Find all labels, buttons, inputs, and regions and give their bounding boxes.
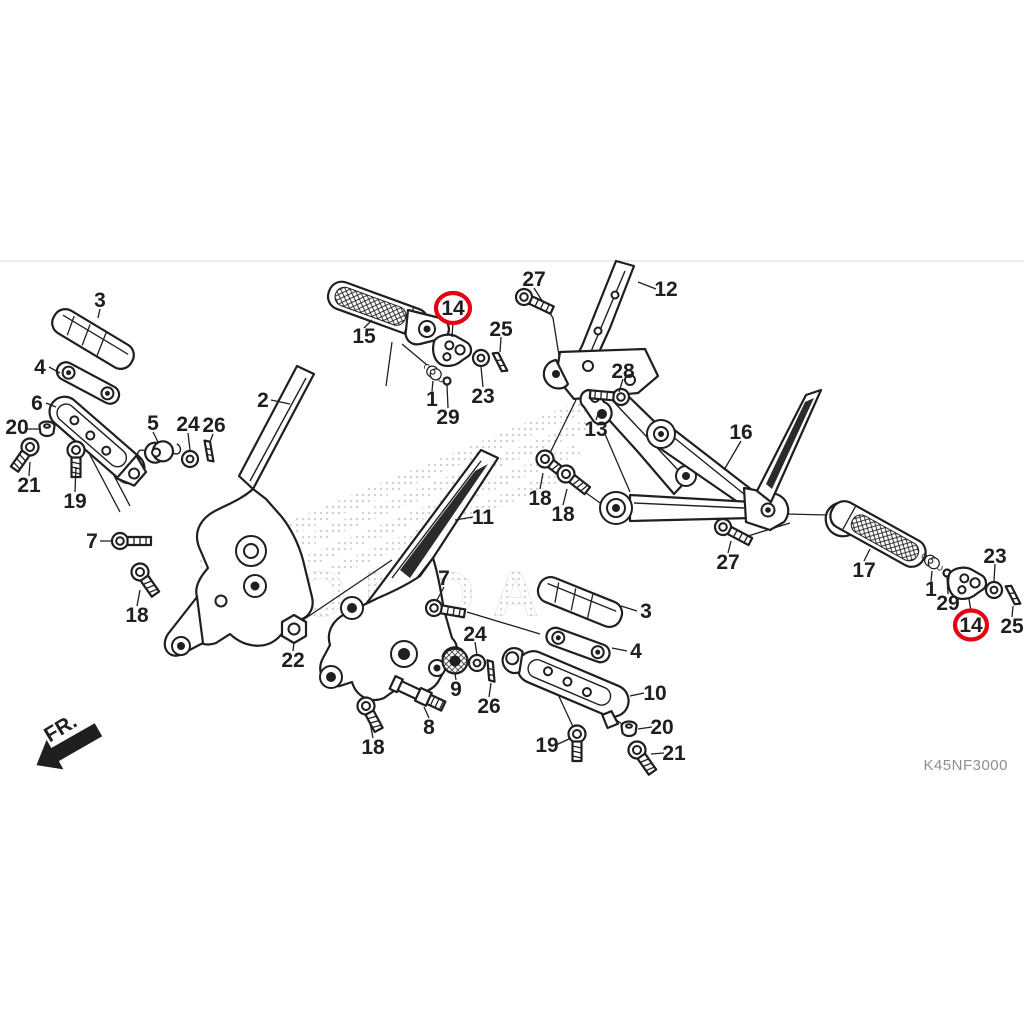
callout-26-bottom: 26 (477, 695, 500, 718)
part-20-nut-bottom (620, 720, 638, 738)
part-18-bolt-center-b (552, 460, 594, 499)
callout-14-left: 14 (441, 297, 465, 320)
part-9-grommet (441, 646, 469, 675)
callout-8: 8 (423, 716, 435, 739)
part-25-pin-right (1004, 582, 1022, 608)
callout-7-bottom: 7 (438, 567, 450, 590)
callout-3-bottom: 3 (640, 600, 652, 623)
callout-21-bottom: 21 (662, 742, 686, 765)
part-1-spring-right (918, 550, 946, 574)
callout-6: 6 (31, 392, 43, 415)
part-right-blade (755, 388, 823, 504)
callout-23-left: 23 (471, 385, 494, 408)
part-25-pin-left (491, 349, 509, 375)
callout-12: 12 (654, 278, 677, 301)
callout-2: 2 (257, 389, 269, 412)
callout-17: 17 (852, 559, 875, 582)
callout-1-left: 1 (426, 388, 438, 411)
callout-29-right: 29 (936, 592, 959, 615)
part-7-bolt-left (110, 531, 153, 551)
callout-26-left: 26 (202, 414, 225, 437)
leader-lines (25, 281, 1014, 755)
callout-11: 11 (472, 506, 495, 529)
front-direction-arrow: FR. (36, 710, 103, 770)
part-6-footrest-bar-left (48, 395, 148, 487)
callout-18-left: 18 (125, 604, 149, 627)
callout-27-top: 27 (522, 268, 545, 291)
highlight-circle-14-right (952, 608, 990, 642)
part-26-pin-bottom (486, 658, 496, 684)
part-26-pin-left (203, 438, 215, 464)
diagram-code: K45NF3000 (923, 757, 1008, 774)
callout-24-left: 24 (176, 413, 200, 436)
part-4-bracket-plate-bottom (545, 626, 611, 664)
part-10-footrest-bar-bottom (501, 647, 630, 730)
part-8-step-bolt (388, 675, 447, 712)
part-11-bracket-center (319, 448, 500, 702)
part-14-joint-plate-left (430, 330, 474, 369)
callout-19-bottom: 19 (535, 734, 558, 757)
callout-24-bottom: 24 (463, 623, 487, 646)
part-18-bolt-left (127, 559, 164, 601)
callout-3-left: 3 (94, 289, 106, 312)
callout-25-right: 25 (1000, 615, 1024, 638)
callout-25-left: 25 (489, 318, 513, 341)
callout-21-left: 21 (17, 474, 41, 497)
part-22-nut (280, 613, 308, 645)
part-4-bracket-plate-left (55, 361, 121, 405)
callout-14-right: 14 (959, 614, 983, 637)
callout-4-bottom: 4 (630, 640, 642, 663)
callout-20-left: 20 (5, 416, 28, 439)
part-29-ball-left (442, 376, 452, 386)
callout-10: 10 (643, 682, 666, 705)
callout-labels: 3 4 6 20 21 19 5 24 26 2 7 18 15 14 25 2… (5, 268, 1024, 765)
callout-4-left: 4 (34, 356, 46, 379)
callout-22: 22 (281, 649, 304, 672)
callout-9: 9 (450, 678, 462, 701)
callout-23-right: 23 (983, 545, 1006, 568)
part-27-bolt-top (512, 285, 557, 319)
part-3-footrest-rubber-left (51, 308, 135, 370)
callout-7-left: 7 (86, 530, 98, 553)
callout-28: 28 (611, 360, 635, 383)
callout-18-center-b: 18 (551, 503, 575, 526)
callout-5: 5 (147, 412, 159, 435)
part-2-bracket-left (163, 364, 316, 657)
callout-18-center-a: 18 (528, 487, 552, 510)
callout-20-bottom: 20 (650, 716, 673, 739)
callout-1-right: 1 (925, 578, 937, 601)
part-16-bracket-right (599, 419, 790, 532)
highlight-circle-14-left (433, 290, 473, 326)
part-21-bolt-left (6, 434, 43, 476)
part-3-footrest-rubber-bottom (536, 575, 624, 629)
part-24-washer-bottom (467, 653, 487, 673)
part-23-washer-right (984, 580, 1004, 600)
callout-29-left: 29 (436, 406, 459, 429)
callout-18-bottom: 18 (361, 736, 385, 759)
part-23-washer-left (471, 348, 491, 368)
part-20-nut-left (38, 420, 56, 438)
fr-arrow-icon (36, 723, 103, 770)
callout-19-left: 19 (63, 490, 86, 513)
callout-15: 15 (352, 325, 376, 348)
callout-13: 13 (584, 418, 607, 441)
part-24-washer-left (180, 449, 200, 469)
callout-16: 16 (729, 421, 752, 444)
part-21-bolt-bottom (624, 737, 661, 779)
part-19-bolt-bottom (567, 724, 587, 763)
callout-27-bottom: 27 (716, 551, 739, 574)
